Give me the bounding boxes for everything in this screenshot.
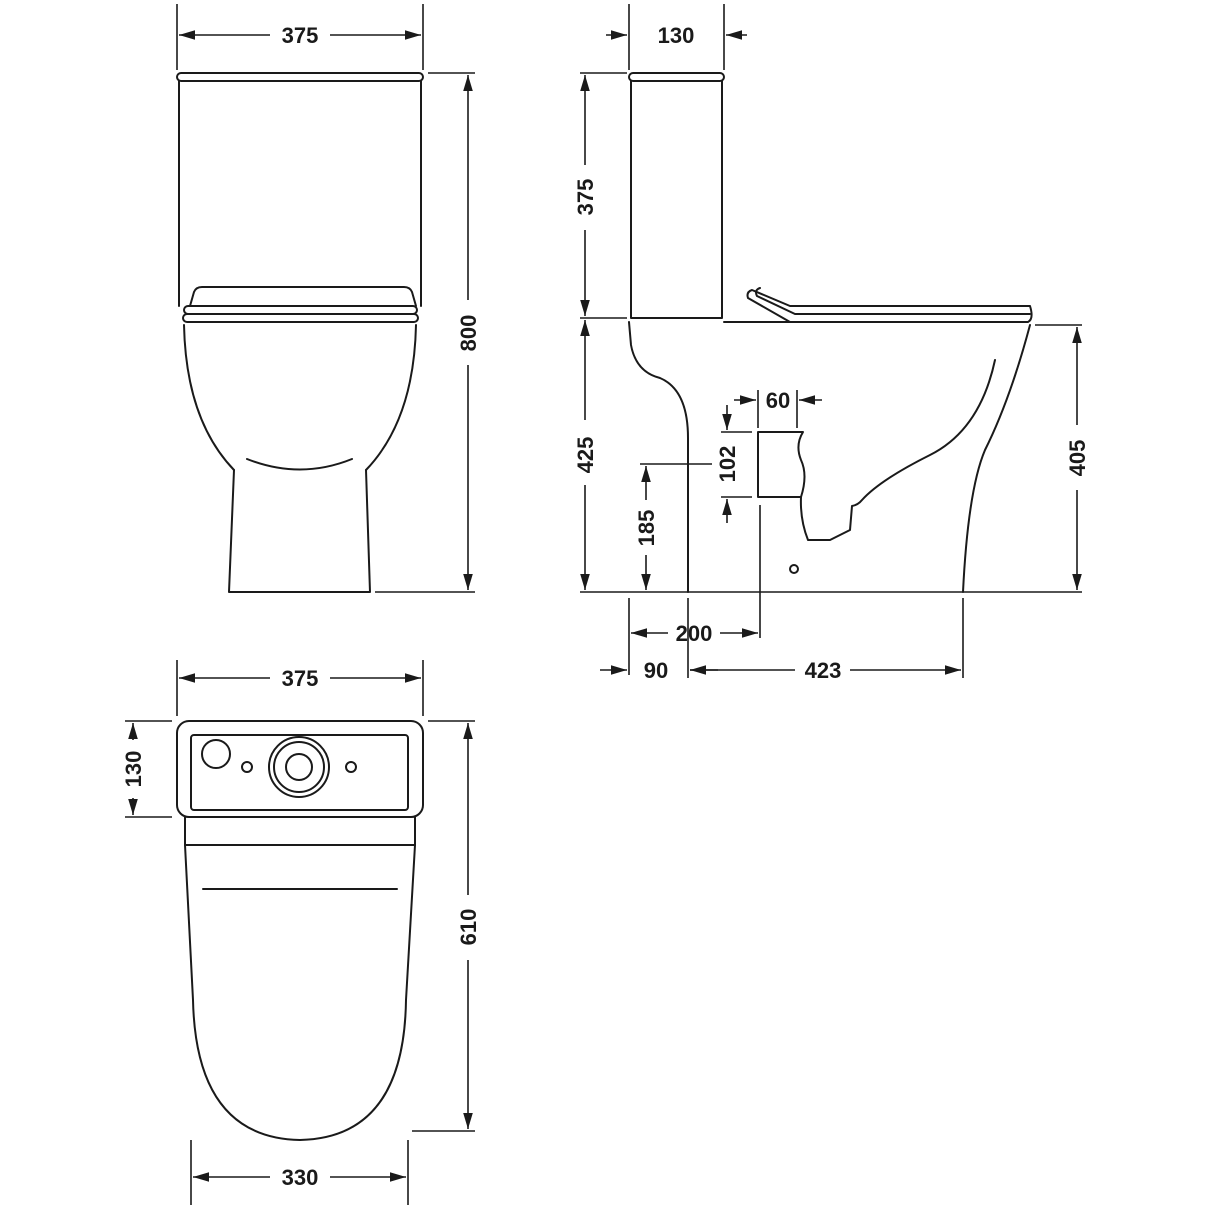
flush-button-icon <box>201 739 231 769</box>
side-view: 375 425 185 102 60 200 90 423 <box>573 4 1090 683</box>
front-height-label: 800 <box>456 315 481 352</box>
cistern-height-label: 375 <box>573 179 598 216</box>
waste-height-label: 185 <box>634 510 659 547</box>
cistern-depth-label: 130 <box>658 23 695 48</box>
outlet-distance-label: 200 <box>676 621 713 646</box>
top-width-label: 375 <box>282 666 319 691</box>
front-width-label: 375 <box>282 23 319 48</box>
seat-height-label: 405 <box>1065 440 1090 477</box>
pan-height-label: 425 <box>573 437 598 474</box>
front-view: 375 800 <box>176 4 481 593</box>
top-view: 375 130 610 330 <box>121 660 481 1205</box>
outlet-width-label: 60 <box>766 388 790 413</box>
top-cistern-depth-label: 130 <box>121 751 146 788</box>
wall-gap-label: 90 <box>644 658 668 683</box>
total-depth-label: 610 <box>456 909 481 946</box>
outlet-height-label: 102 <box>715 446 740 483</box>
pan-width-label: 330 <box>282 1165 319 1190</box>
projection-label: 423 <box>805 658 842 683</box>
